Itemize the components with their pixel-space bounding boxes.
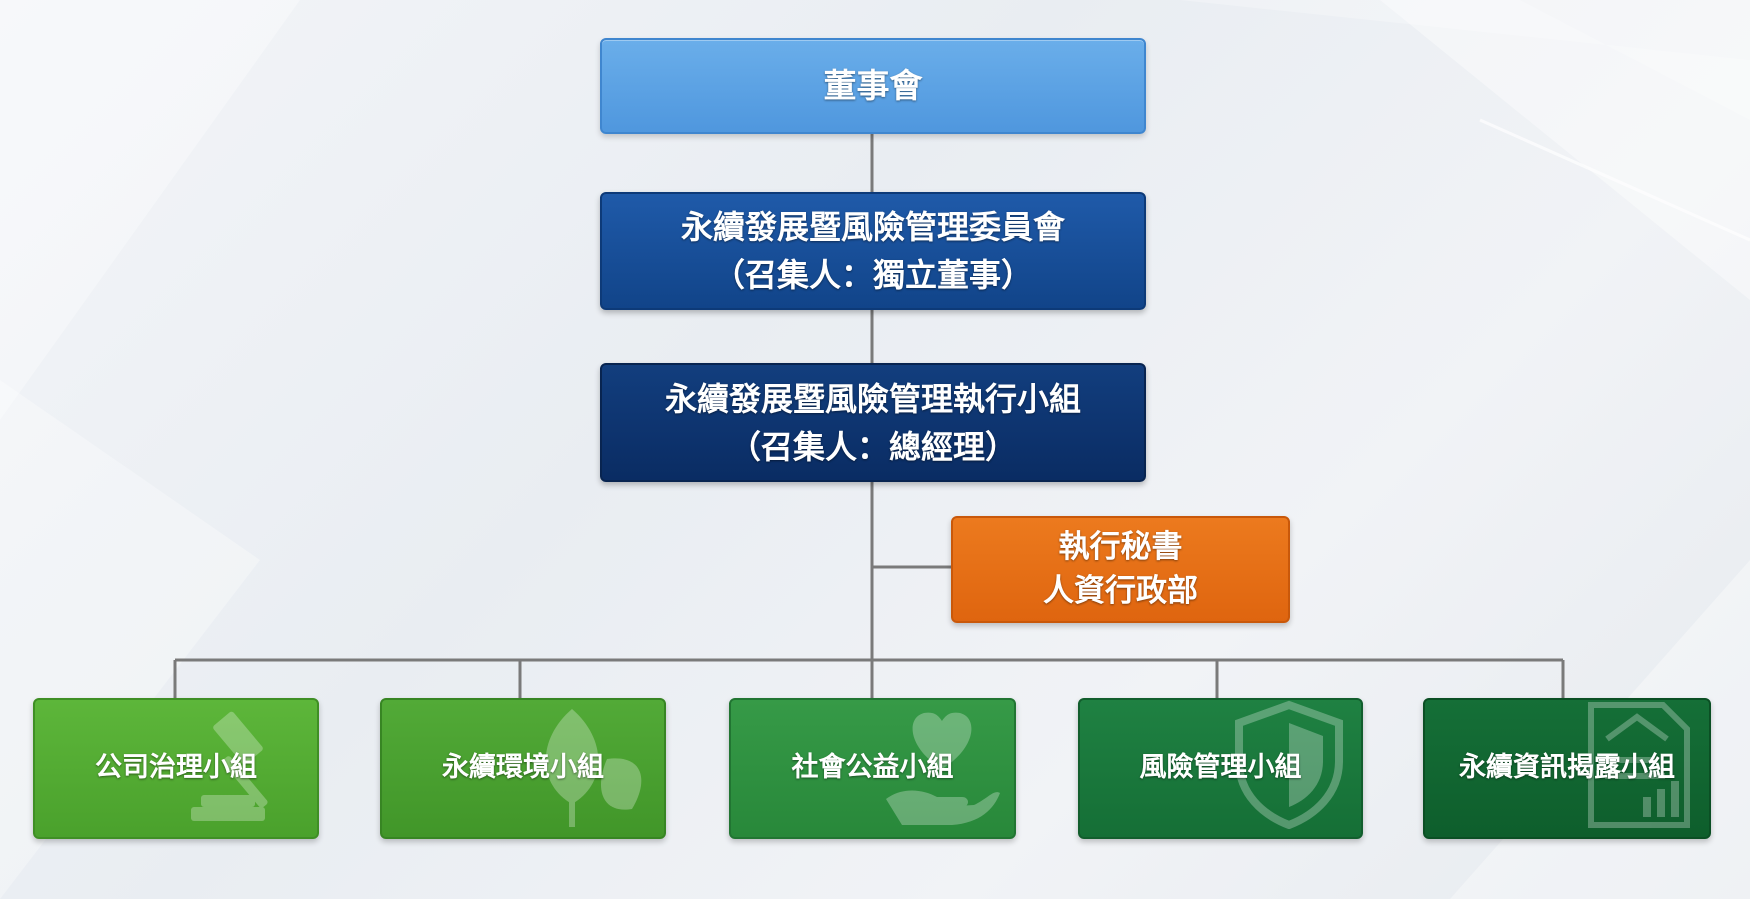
group-label: 永續環境小組 <box>442 752 604 784</box>
group-label: 社會公益小組 <box>791 752 954 784</box>
group-node-risk: 風險管理小組 <box>1078 698 1363 839</box>
secretary-title: 執行秘書 <box>1058 529 1183 566</box>
executive-team-convener: （召集人：總經理） <box>728 427 1017 466</box>
board-label: 董事會 <box>823 66 923 106</box>
report-icon <box>1588 702 1690 828</box>
group-node-disclosure: 永續資訊揭露小組 <box>1423 698 1711 839</box>
group-label: 公司治理小組 <box>95 752 257 784</box>
leaf-icon <box>545 709 642 827</box>
gavel-icon <box>191 711 268 821</box>
executive-team-title: 永續發展暨風險管理執行小組 <box>664 379 1081 418</box>
group-label: 風險管理小組 <box>1139 752 1302 784</box>
heart-hand-icon <box>886 712 1000 825</box>
secretary-department: 人資行政部 <box>1043 572 1198 609</box>
shield-icon <box>1235 700 1343 829</box>
group-label: 永續資訊揭露小組 <box>1459 752 1675 784</box>
group-node-governance: 公司治理小組 <box>33 698 319 839</box>
committee-title: 永續發展暨風險管理委員會 <box>680 208 1065 246</box>
committee-convener: （召集人：獨立董事） <box>712 256 1033 294</box>
group-node-environment: 永續環境小組 <box>380 698 666 839</box>
executive-team-node: 永續發展暨風險管理執行小組 （召集人：總經理） <box>600 363 1146 482</box>
secretary-node: 執行秘書 人資行政部 <box>951 516 1290 623</box>
board-node: 董事會 <box>600 38 1146 134</box>
group-node-social: 社會公益小組 <box>729 698 1016 839</box>
committee-node: 永續發展暨風險管理委員會 （召集人：獨立董事） <box>600 192 1146 310</box>
